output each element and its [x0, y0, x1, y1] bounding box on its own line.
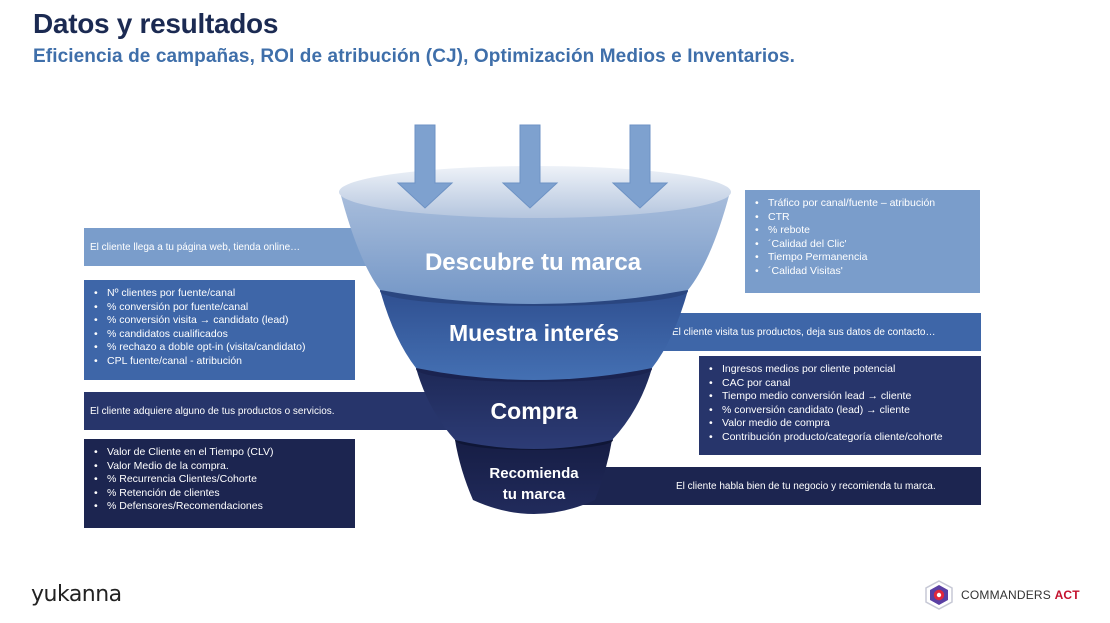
kpi-item: % candidatos cualificados: [92, 328, 347, 342]
kpi-item: Nº clientes por fuente/canal: [92, 287, 347, 301]
kpi-item: Tráfico por canal/fuente – atribución: [753, 197, 972, 211]
funnel-stage-2: [380, 290, 688, 380]
funnel-stage-1: [340, 192, 730, 304]
stage-4-label-line-1: Recomienda: [489, 465, 579, 482]
kpi-item: Tiempo medio conversión lead → cliente: [707, 390, 973, 404]
kpi-box-descubre: Tráfico por canal/fuente – atribución CT…: [745, 190, 980, 293]
kpi-item: Tiempo Permanencia: [753, 251, 972, 265]
page-title: Datos y resultados: [33, 8, 279, 39]
stage-4-description-text: El cliente habla bien de tu negocio y re…: [676, 480, 936, 492]
stage-3-label: Compra: [491, 398, 578, 424]
kpi-item: Valor de Cliente en el Tiempo (CLV): [92, 446, 347, 460]
kpi-item: Ingresos medios por cliente potencial: [707, 363, 973, 377]
stage-2-description-text: El cliente visita tus productos, deja su…: [672, 326, 936, 338]
arrow-down-icon: [396, 124, 454, 209]
stage-3-description-text: El cliente adquiere alguno de tus produc…: [90, 405, 335, 417]
kpi-box-interes: Nº clientes por fuente/canal % conversió…: [84, 280, 355, 380]
kpi-item: % Retención de clientes: [92, 487, 347, 501]
stage-4-description: El cliente habla bien de tu negocio y re…: [560, 467, 981, 505]
commanders-act-logo: COMMANDERS ACT: [925, 580, 1080, 610]
kpi-box-recomienda: Valor de Cliente en el Tiempo (CLV) Valo…: [84, 439, 355, 528]
kpi-item: % rebote: [753, 224, 972, 238]
kpi-item: CPL fuente/canal - atribución: [92, 355, 347, 369]
stage-1-label: Descubre tu marca: [425, 249, 642, 276]
funnel-stage-3: [416, 368, 652, 449]
kpi-item: Valor medio de compra: [707, 417, 973, 431]
kpi-box-compra: Ingresos medios por cliente potencial CA…: [699, 356, 981, 455]
kpi-item: Valor Medio de la compra.: [92, 460, 347, 474]
funnel-stage-4: [455, 440, 612, 514]
arrow-down-icon: [501, 124, 559, 209]
kpi-item: ´Calidad Visitas': [753, 265, 972, 279]
stage-2-label: Muestra interés: [449, 320, 619, 346]
stage-4-label-line-2: tu marca: [503, 486, 566, 503]
wordmark-suffix: ACT: [1054, 588, 1080, 602]
page-subtitle: Eficiencia de campañas, ROI de atribució…: [33, 46, 796, 67]
kpi-item: % conversión candidato (lead) → cliente: [707, 404, 973, 418]
kpi-item: % conversión visita → candidato (lead): [92, 314, 347, 328]
stage-1-description: El cliente llega a tu página web, tienda…: [84, 228, 394, 266]
yukanna-logo: yukanna: [31, 582, 122, 607]
kpi-item: CAC por canal: [707, 377, 973, 391]
hexagon-logo-icon: [925, 580, 953, 610]
kpi-item: % rechazo a doble opt-in (visita/candida…: [92, 341, 347, 355]
commanders-act-wordmark: COMMANDERS ACT: [961, 588, 1080, 602]
arrow-down-icon: [611, 124, 669, 209]
kpi-item: % Recurrencia Clientes/Cohorte: [92, 473, 347, 487]
kpi-item: % Defensores/Recomendaciones: [92, 500, 347, 514]
stage-1-description-text: El cliente llega a tu página web, tienda…: [90, 241, 301, 253]
kpi-item: ´Calidad del Clic': [753, 238, 972, 252]
wordmark-prefix: COMMANDERS: [961, 588, 1052, 602]
kpi-item: CTR: [753, 211, 972, 225]
kpi-item: % conversión por fuente/canal: [92, 301, 347, 315]
kpi-item: Contribución producto/categoría cliente/…: [707, 431, 973, 445]
